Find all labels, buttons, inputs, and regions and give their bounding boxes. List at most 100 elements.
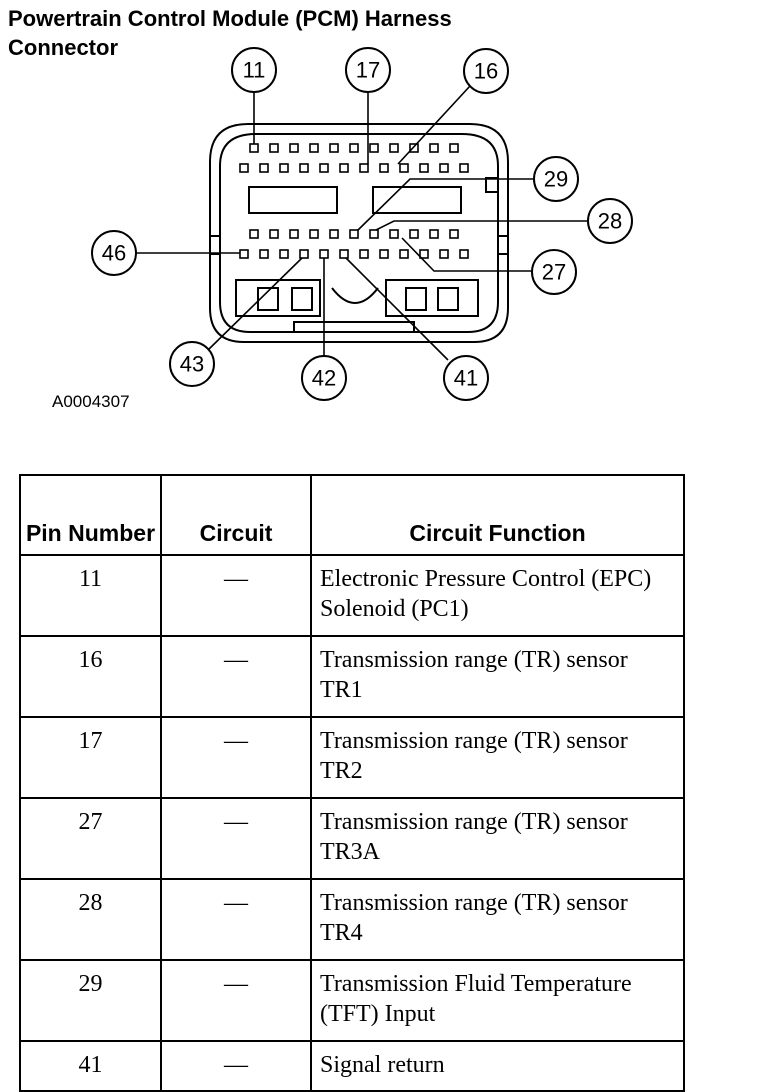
pin-socket xyxy=(399,249,409,259)
pin-socket xyxy=(329,229,339,239)
connector-body xyxy=(209,123,509,343)
pin-socket xyxy=(329,143,339,153)
pin-socket xyxy=(239,163,249,173)
table-row: 28 — Transmission range (TR) sensor TR4 xyxy=(19,878,685,961)
leader-line-43 xyxy=(207,257,303,351)
pin-callouts: 11 17 16 29 28 27 46 43 42 41 xyxy=(91,47,633,401)
pin-socket xyxy=(379,249,389,259)
callout-label-46: 46 xyxy=(102,241,126,266)
pin-socket xyxy=(379,163,389,173)
circuit-function-cell: Transmission Fluid Temperature (TFT) Inp… xyxy=(310,959,685,1042)
pin-socket xyxy=(459,163,469,173)
callout-41: 41 xyxy=(443,355,489,401)
pin-socket xyxy=(439,249,449,259)
callout-43: 43 xyxy=(169,341,215,387)
leader-line-28 xyxy=(375,220,588,231)
connector-diagram: 11 17 16 29 28 27 46 43 42 41 xyxy=(91,47,633,401)
table-row: 27 — Transmission range (TR) sensor TR3A xyxy=(19,797,685,880)
header-pin-number-label: Pin Number xyxy=(25,520,156,546)
callout-28: 28 xyxy=(587,198,633,244)
callout-11: 11 xyxy=(231,47,277,93)
circuit-function-cell: Transmission range (TR) sensor TR3A xyxy=(310,797,685,880)
pin-socket xyxy=(389,229,399,239)
circuit-cell: — xyxy=(160,1040,312,1092)
pin-number-cell: 29 xyxy=(19,959,162,1042)
circuit-cell: — xyxy=(160,635,312,718)
circuit-function-cell: Electronic Pressure Control (EPC) Soleno… xyxy=(310,554,685,637)
pin-socket xyxy=(439,163,449,173)
pin-socket xyxy=(349,229,359,239)
pin-number-cell: 27 xyxy=(19,797,162,880)
figure-id: A0004307 xyxy=(52,392,130,411)
pin-socket xyxy=(249,143,259,153)
pin-sockets xyxy=(239,143,469,259)
pin-socket xyxy=(369,229,379,239)
callout-29: 29 xyxy=(533,156,579,202)
pin-socket xyxy=(419,249,429,259)
pin-number-cell: 16 xyxy=(19,635,162,718)
circuit-function-cell: Transmission range (TR) sensor TR2 xyxy=(310,716,685,799)
header-circuit: Circuit xyxy=(160,474,312,556)
callout-label-29: 29 xyxy=(544,167,568,192)
callout-label-42: 42 xyxy=(312,366,336,391)
table-row: 41 — Signal return xyxy=(19,1040,685,1092)
pin-socket xyxy=(409,143,419,153)
callout-label-27: 27 xyxy=(542,260,566,285)
pin-number-cell: 17 xyxy=(19,716,162,799)
title-line-1: Powertrain Control Module (PCM) Harness xyxy=(8,6,452,31)
circuit-cell: — xyxy=(160,716,312,799)
table-row: 29 — Transmission Fluid Temperature (TFT… xyxy=(19,959,685,1042)
pin-socket xyxy=(319,163,329,173)
pin-socket xyxy=(419,163,429,173)
pin-socket xyxy=(279,249,289,259)
callout-label-17: 17 xyxy=(356,58,380,83)
pin-socket xyxy=(429,143,439,153)
pin-socket xyxy=(449,229,459,239)
pin-socket xyxy=(289,229,299,239)
pin-socket xyxy=(309,143,319,153)
pin-socket xyxy=(269,229,279,239)
callout-46: 46 xyxy=(91,230,137,276)
pin-socket xyxy=(289,143,299,153)
leader-line-16 xyxy=(397,85,471,165)
pin-socket xyxy=(279,163,289,173)
pin-table: Pin Number Circuit Circuit Function 11 —… xyxy=(19,474,685,1092)
pin-socket xyxy=(239,249,249,259)
callout-16: 16 xyxy=(463,48,509,94)
pin-socket xyxy=(389,143,399,153)
pin-number-cell: 11 xyxy=(19,554,162,637)
table-row: 17 — Transmission range (TR) sensor TR2 xyxy=(19,716,685,799)
pin-socket xyxy=(459,249,469,259)
leader-line-41 xyxy=(345,257,449,361)
pin-socket xyxy=(399,163,409,173)
circuit-function-cell: Transmission range (TR) sensor TR1 xyxy=(310,635,685,718)
pin-socket xyxy=(359,163,369,173)
pin-socket xyxy=(349,143,359,153)
callout-label-11: 11 xyxy=(243,58,266,83)
pin-socket xyxy=(299,163,309,173)
circuit-cell: — xyxy=(160,878,312,961)
table-row: 11 — Electronic Pressure Control (EPC) S… xyxy=(19,554,685,637)
callout-label-28: 28 xyxy=(598,209,622,234)
pin-socket xyxy=(319,249,329,259)
pin-socket xyxy=(449,143,459,153)
pin-socket xyxy=(369,143,379,153)
callout-17: 17 xyxy=(345,47,391,93)
pin-socket xyxy=(339,249,349,259)
pin-socket xyxy=(249,229,259,239)
pin-socket xyxy=(359,249,369,259)
leader-line-27 xyxy=(401,237,532,272)
pin-socket xyxy=(259,163,269,173)
callout-42: 42 xyxy=(301,355,347,401)
circuit-function-cell: Transmission range (TR) sensor TR4 xyxy=(310,878,685,961)
header-pin-number: Pin Number xyxy=(19,474,162,556)
pin-socket xyxy=(259,249,269,259)
pin-number-cell: 28 xyxy=(19,878,162,961)
circuit-function-cell: Signal return xyxy=(310,1040,685,1092)
leader-lines xyxy=(136,85,588,361)
callout-27: 27 xyxy=(531,249,577,295)
pin-socket xyxy=(269,143,279,153)
circuit-cell: — xyxy=(160,959,312,1042)
pin-number-cell: 41 xyxy=(19,1040,162,1092)
leader-line-29 xyxy=(357,178,534,231)
